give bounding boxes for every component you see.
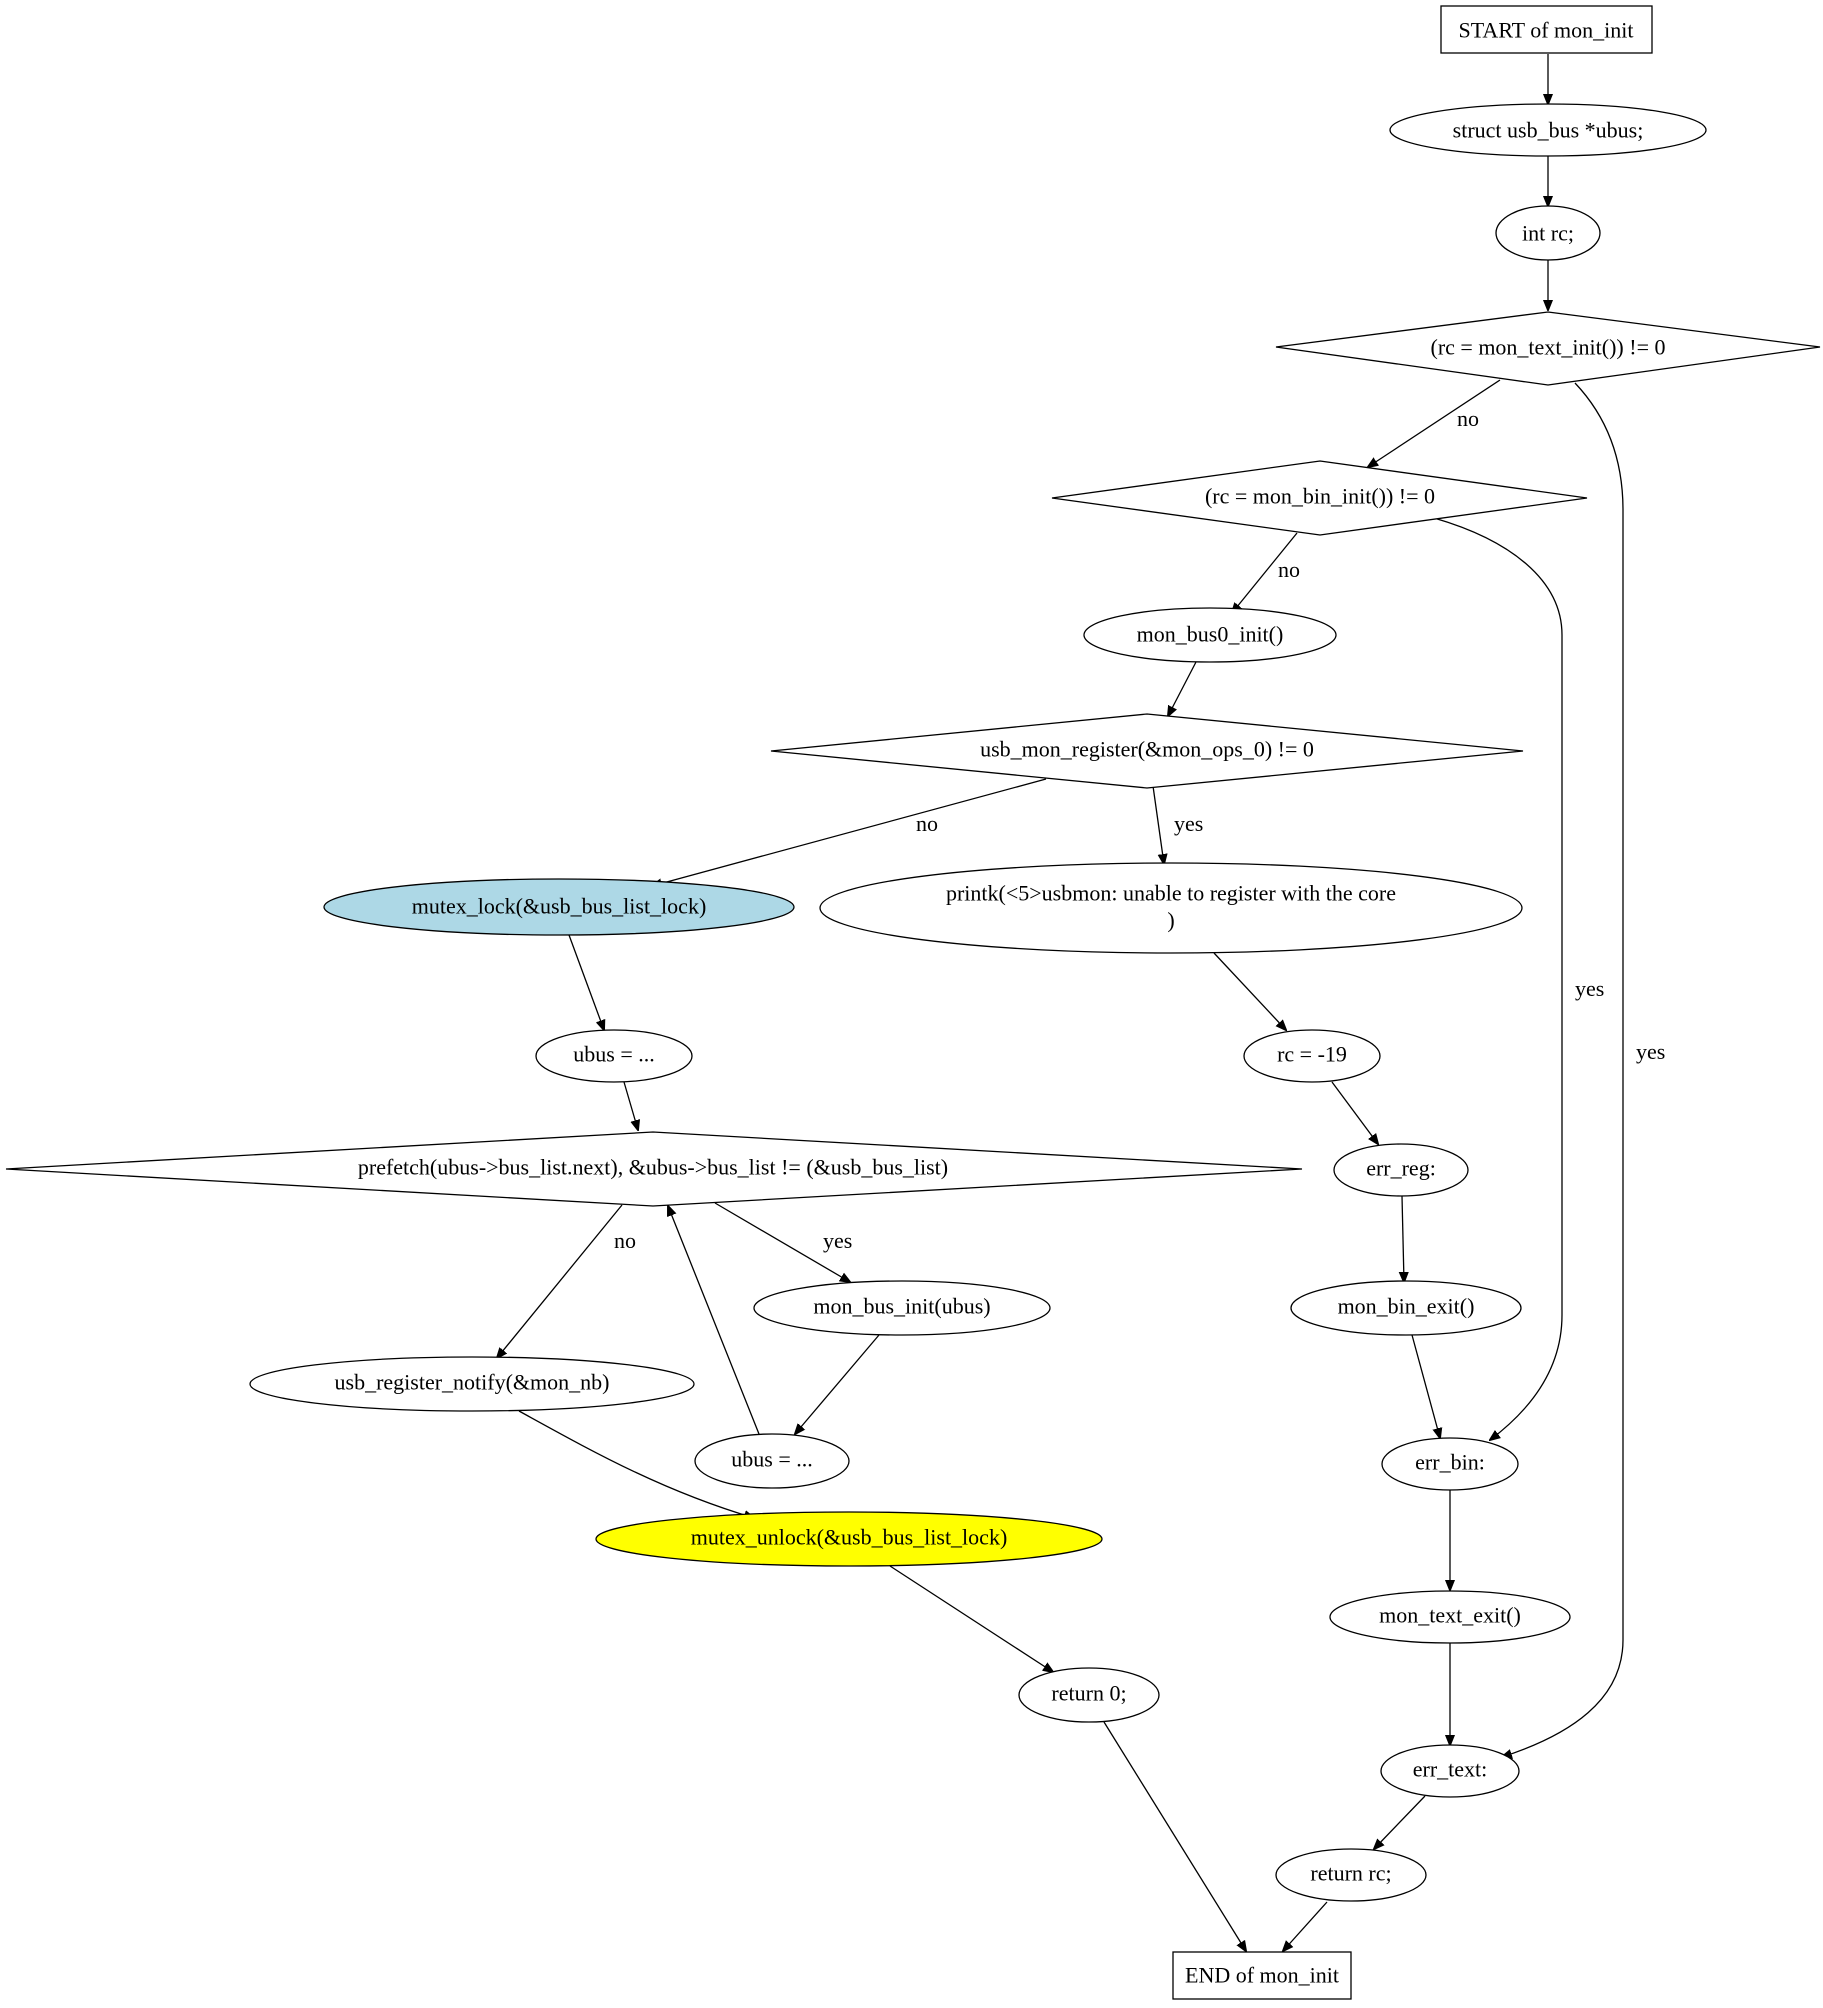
- node-decl-rc: int rc;: [1495, 205, 1601, 261]
- edge-mon-bus0-init-to-cond-register: [1168, 661, 1197, 716]
- svg-text:(rc = mon_bin_init()) != 0: (rc = mon_bin_init()) != 0: [1205, 484, 1435, 509]
- edge-label-bin-init-yes: yes: [1575, 976, 1604, 1001]
- node-err-reg: err_reg:: [1333, 1143, 1469, 1197]
- svg-text:return 0;: return 0;: [1051, 1681, 1126, 1706]
- node-mutex-unlock: mutex_unlock(&usb_bus_list_lock): [595, 1511, 1103, 1567]
- node-return-rc: return rc;: [1275, 1848, 1427, 1902]
- edge-label-text-init-yes: yes: [1636, 1039, 1665, 1064]
- edge-cond-text-init-yes: [1502, 382, 1624, 1757]
- svg-text:mutex_lock(&usb_bus_list_lock): mutex_lock(&usb_bus_list_lock): [412, 894, 707, 919]
- svg-text:struct usb_bus *ubus;: struct usb_bus *ubus;: [1453, 118, 1644, 143]
- edge-label-text-init-no: no: [1457, 406, 1479, 431]
- svg-text:err_text:: err_text:: [1413, 1757, 1488, 1782]
- svg-text:END of mon_init: END of mon_init: [1185, 1963, 1339, 1988]
- node-start: START of mon_init: [1440, 5, 1653, 54]
- svg-text:err_bin:: err_bin:: [1415, 1450, 1485, 1475]
- edge-printk-to-rc-neg19: [1213, 952, 1286, 1030]
- node-cond-register: usb_mon_register(&mon_ops_0) != 0: [770, 713, 1524, 789]
- svg-text:mon_bus0_init(): mon_bus0_init(): [1137, 622, 1284, 647]
- node-decl-ubus: struct usb_bus *ubus;: [1389, 103, 1707, 157]
- svg-text:): ): [1167, 908, 1174, 933]
- svg-text:usb_register_notify(&mon_nb): usb_register_notify(&mon_nb): [335, 1370, 610, 1395]
- edge-cond-register-no: [652, 778, 1047, 886]
- svg-text:err_reg:: err_reg:: [1366, 1156, 1436, 1181]
- node-ubus-assign-2: ubus = ...: [694, 1433, 850, 1489]
- svg-text:mon_bin_exit(): mon_bin_exit(): [1338, 1294, 1475, 1319]
- edge-cond-bin-init-no: [1232, 532, 1298, 613]
- node-return-0: return 0;: [1018, 1667, 1160, 1723]
- node-rc-neg19: rc = -19: [1243, 1029, 1381, 1083]
- edge-label-register-yes: yes: [1174, 811, 1203, 836]
- node-ubus-assign-1: ubus = ...: [535, 1029, 693, 1083]
- svg-text:rc = -19: rc = -19: [1277, 1042, 1347, 1067]
- edge-mon-bin-exit-to-err-bin: [1411, 1334, 1440, 1438]
- edge-usb-register-notify-to-mutex-unlock: [518, 1410, 754, 1518]
- edge-cond-prefetch-no: [497, 1204, 623, 1358]
- svg-text:(rc = mon_text_init()) != 0: (rc = mon_text_init()) != 0: [1431, 335, 1666, 360]
- svg-text:prefetch(ubus->bus_list.next),: prefetch(ubus->bus_list.next), &ubus->bu…: [358, 1155, 948, 1180]
- edge-label-prefetch-no: no: [614, 1228, 636, 1253]
- svg-text:int rc;: int rc;: [1522, 221, 1574, 246]
- node-cond-bin-init: (rc = mon_bin_init()) != 0: [1051, 460, 1588, 536]
- svg-text:usb_mon_register(&mon_ops_0) !: usb_mon_register(&mon_ops_0) != 0: [980, 737, 1314, 762]
- nodes: START of mon_init struct usb_bus *ubus; …: [5, 5, 1821, 2000]
- svg-text:ubus = ...: ubus = ...: [573, 1042, 654, 1067]
- edge-return-rc-to-end: [1283, 1901, 1328, 1951]
- edge-mon-bus-init-to-ubus-assign-2: [795, 1334, 880, 1434]
- edge-label-bin-init-no: no: [1278, 557, 1300, 582]
- svg-text:ubus = ...: ubus = ...: [731, 1447, 812, 1472]
- edge-cond-bin-init-yes: [1433, 517, 1563, 1440]
- node-mon-bus-init: mon_bus_init(ubus): [753, 1280, 1051, 1336]
- edge-labels: no yes no yes no yes no yes: [614, 406, 1665, 1253]
- edge-rc-neg19-to-err-reg: [1331, 1081, 1378, 1144]
- edge-label-prefetch-yes: yes: [823, 1228, 852, 1253]
- svg-text:mon_text_exit(): mon_text_exit(): [1379, 1603, 1521, 1628]
- node-mon-text-exit: mon_text_exit(): [1329, 1590, 1571, 1644]
- edge-label-register-no: no: [916, 811, 938, 836]
- node-usb-register-notify: usb_register_notify(&mon_nb): [249, 1356, 695, 1412]
- edge-cond-register-yes: [1152, 785, 1164, 864]
- node-end: END of mon_init: [1172, 1951, 1352, 2000]
- edge-ubus-assign-2-to-cond-prefetch: [668, 1206, 760, 1435]
- node-mutex-lock: mutex_lock(&usb_bus_list_lock): [323, 878, 795, 936]
- svg-text:printk(<5>usbmon: unable to re: printk(<5>usbmon: unable to register wit…: [946, 881, 1396, 906]
- edges: [497, 54, 1624, 1951]
- edge-return-0-to-end: [1103, 1721, 1246, 1951]
- node-err-bin: err_bin:: [1381, 1437, 1519, 1491]
- node-mon-bin-exit: mon_bin_exit(): [1290, 1280, 1522, 1336]
- node-printk: printk(<5>usbmon: unable to register wit…: [819, 862, 1523, 954]
- svg-text:mon_bus_init(ubus): mon_bus_init(ubus): [813, 1294, 990, 1319]
- node-mon-bus0-init: mon_bus0_init(): [1083, 607, 1337, 663]
- svg-text:START of mon_init: START of mon_init: [1459, 18, 1634, 43]
- edge-cond-prefetch-yes: [714, 1202, 850, 1282]
- edge-ubus-assign-1-to-cond-prefetch: [623, 1081, 638, 1130]
- edge-mutex-lock-to-ubus-assign-1: [568, 934, 604, 1030]
- edge-err-text-to-return-rc: [1374, 1795, 1426, 1849]
- edge-mutex-unlock-to-return-0: [889, 1565, 1053, 1672]
- node-err-text: err_text:: [1380, 1744, 1520, 1798]
- edge-err-reg-to-mon-bin-exit: [1402, 1195, 1404, 1282]
- svg-text:mutex_unlock(&usb_bus_list_loc: mutex_unlock(&usb_bus_list_lock): [691, 1525, 1008, 1550]
- edge-cond-text-init-no: [1368, 379, 1501, 467]
- node-cond-text-init: (rc = mon_text_init()) != 0: [1275, 311, 1821, 386]
- node-cond-prefetch: prefetch(ubus->bus_list.next), &ubus->bu…: [5, 1131, 1303, 1207]
- svg-text:return rc;: return rc;: [1310, 1861, 1391, 1886]
